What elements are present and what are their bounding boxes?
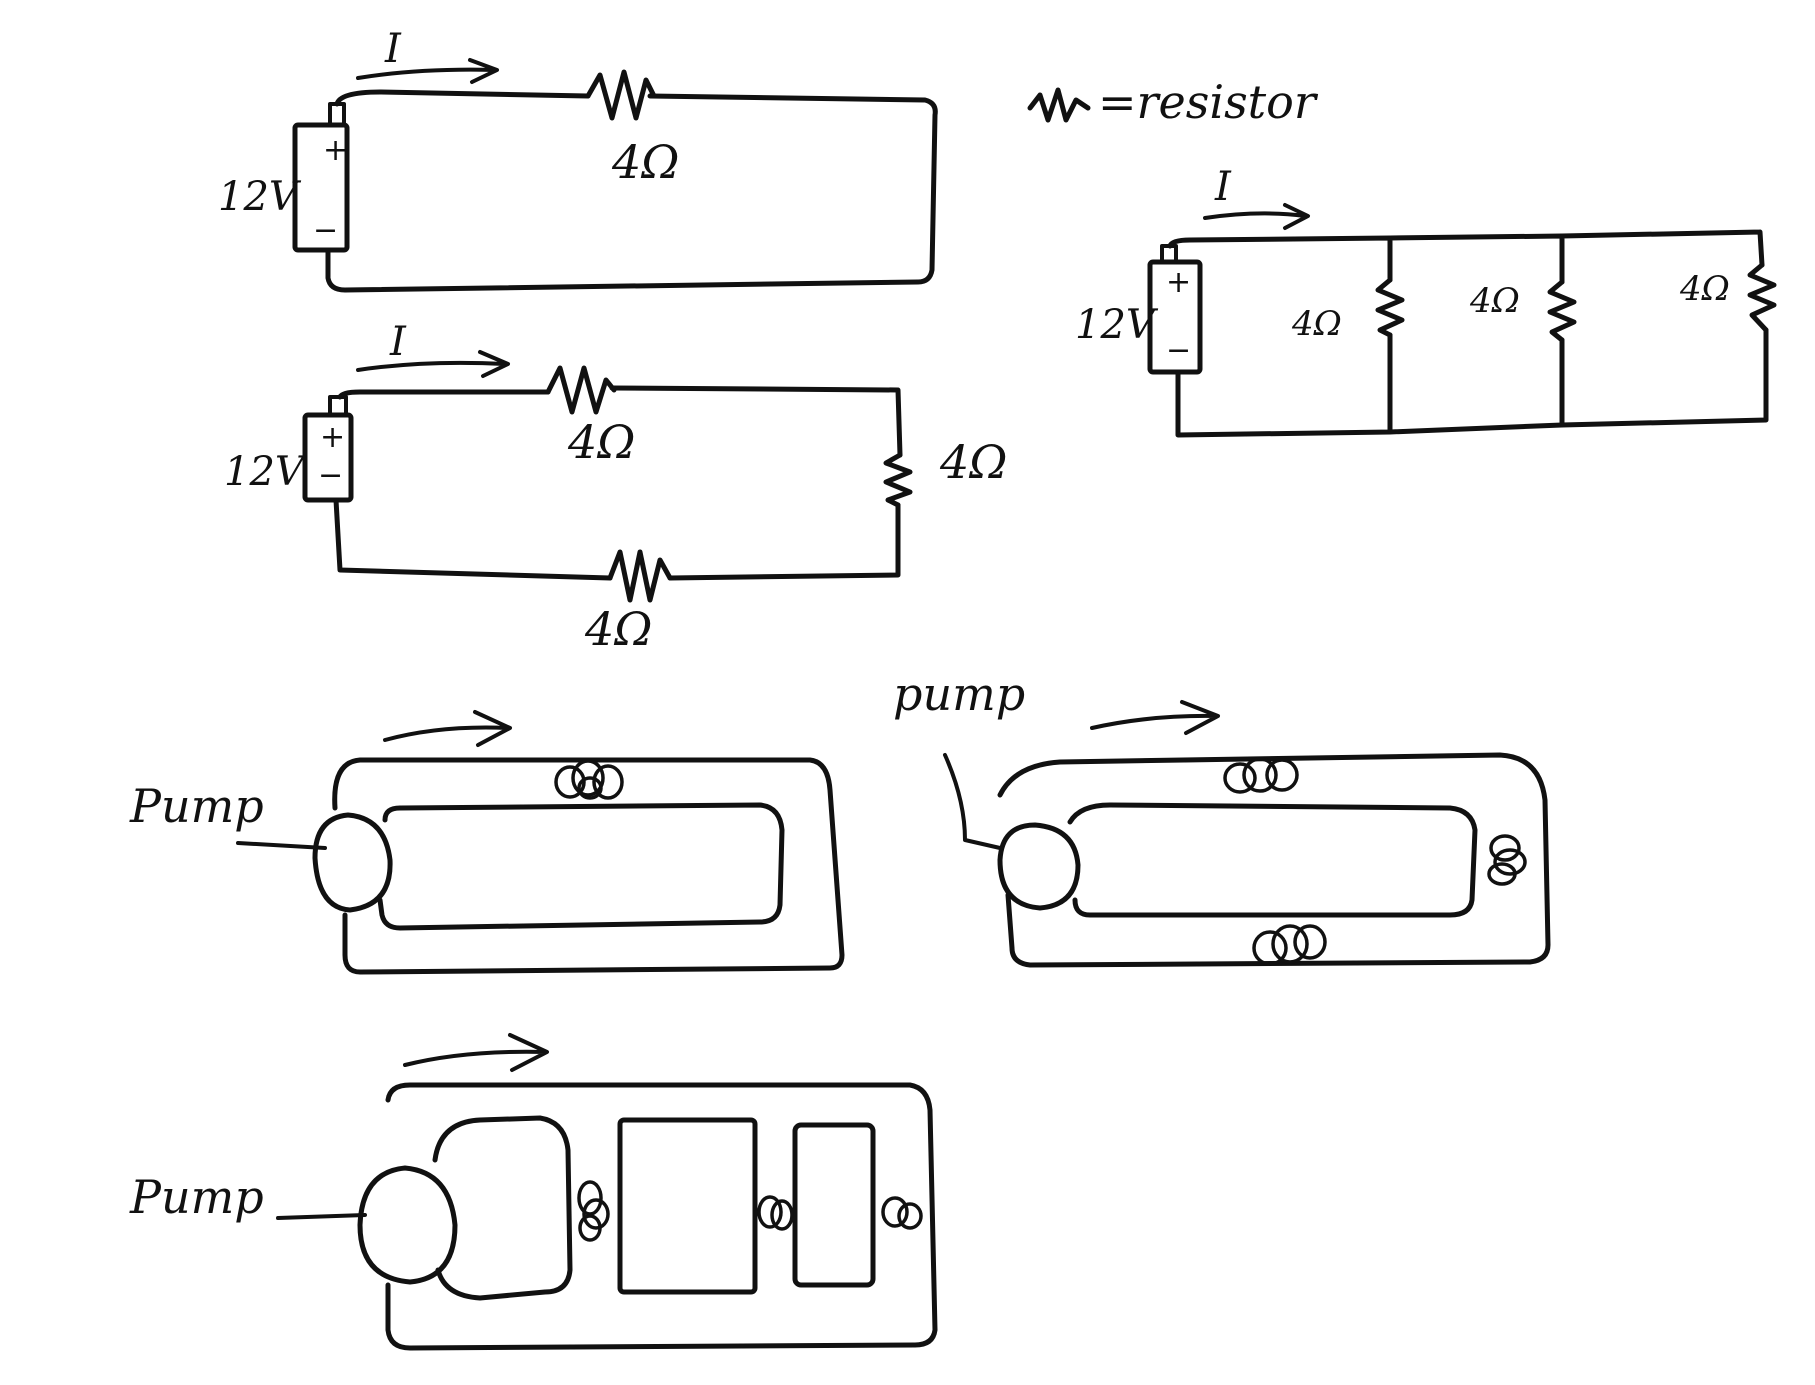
battery-minus: − <box>1166 333 1191 368</box>
pump-pointer <box>943 753 1002 850</box>
resistor-2 <box>1547 279 1577 343</box>
current-arrow <box>356 58 499 84</box>
current-arrow <box>356 350 510 378</box>
obstruction-right <box>1487 834 1527 886</box>
wire-loop <box>1167 229 1769 438</box>
battery-minus: − <box>318 458 343 493</box>
obstruction <box>554 759 624 800</box>
resistor-top <box>545 365 617 415</box>
pump <box>997 822 1081 911</box>
current-arrow <box>1203 203 1310 230</box>
branch-3 <box>792 1122 876 1288</box>
series-circuit-single: I 12V + − 4Ω <box>218 26 938 293</box>
flow-arrow <box>403 1033 549 1072</box>
pipe-inner <box>377 802 785 931</box>
legend-resistor-icon <box>1027 87 1091 123</box>
pump-label: pump <box>893 667 1025 721</box>
battery-voltage-label: 12V <box>224 449 308 495</box>
obstruction-branch-1 <box>577 1180 610 1242</box>
obstruction-top <box>1223 757 1299 794</box>
resistor-1 <box>1375 277 1405 338</box>
resistor-legend: =resistor <box>1027 75 1319 129</box>
resistor-1-label: 4Ω <box>1291 304 1342 344</box>
pump-pointer <box>236 841 327 850</box>
pump-loop-triple: pump <box>893 667 1551 968</box>
obstruction-branch-3 <box>881 1196 923 1230</box>
pump <box>357 1165 458 1285</box>
resistor-bottom-label: 4Ω <box>584 602 652 656</box>
flow-arrow <box>383 710 512 747</box>
pump-pointer <box>276 1213 367 1220</box>
branch-2 <box>617 1117 758 1295</box>
current-label: I <box>389 319 407 365</box>
pump-loop-single: Pump <box>129 710 845 975</box>
battery <box>292 122 350 253</box>
resistor-bottom <box>607 549 673 603</box>
current-label: I <box>384 26 402 72</box>
battery-plus: + <box>323 133 348 168</box>
flow-arrow <box>1090 700 1220 735</box>
battery-terminal <box>328 395 348 417</box>
resistor-3-label: 4Ω <box>1679 269 1730 309</box>
resistor-2-label: 4Ω <box>1469 281 1520 321</box>
pipe-outer <box>997 752 1551 968</box>
series-circuit-triple: I 12V + − 4Ω 4Ω 4Ω <box>224 319 1007 656</box>
battery-plus: + <box>320 420 345 455</box>
battery-terminal <box>328 102 346 127</box>
obstruction-bottom <box>1252 924 1327 966</box>
pump <box>312 812 393 913</box>
battery-voltage-label: 12V <box>1075 302 1159 348</box>
battery-plus: + <box>1166 265 1191 300</box>
current-label: I <box>1214 164 1232 210</box>
resistor-label: 4Ω <box>611 135 679 189</box>
wire-loop <box>333 385 903 581</box>
pump-loop-parallel: Pump <box>129 1033 938 1351</box>
resistor-3 <box>1747 262 1777 333</box>
resistor <box>585 69 657 121</box>
pump-label: Pump <box>129 1170 264 1224</box>
battery-minus: − <box>313 213 338 248</box>
battery-voltage-label: 12V <box>218 174 302 220</box>
pump-label: Pump <box>129 779 264 833</box>
resistor-right-label: 4Ω <box>939 435 1007 489</box>
obstruction-branch-2 <box>757 1195 794 1231</box>
legend-text: =resistor <box>1098 75 1319 129</box>
pipe-outer <box>332 757 845 975</box>
branch-1 <box>432 1115 573 1301</box>
pipe-outer <box>385 1082 938 1351</box>
parallel-circuit: I 12V + − 4Ω 4Ω 4Ω <box>1075 164 1777 438</box>
resistor-right <box>883 452 913 508</box>
wire-loop <box>325 89 938 293</box>
resistor-top-label: 4Ω <box>567 415 635 469</box>
pipe-inner <box>1067 802 1478 918</box>
